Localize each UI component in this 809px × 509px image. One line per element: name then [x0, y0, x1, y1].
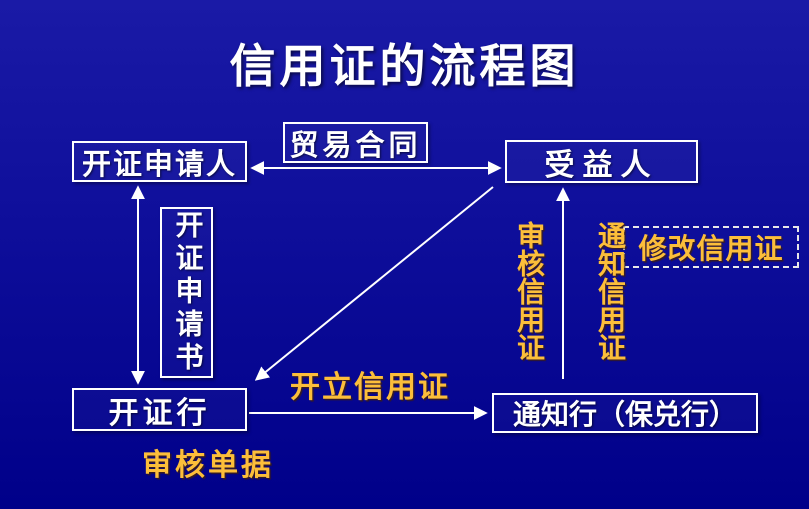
node-application: 开证申请书 — [160, 207, 213, 378]
node-advising-bank-label: 通知行（保兑行） — [512, 400, 737, 431]
node-amend-lc-label: 修改信用证 — [638, 234, 784, 265]
label-advise-lc: 通知信用证 — [594, 221, 625, 361]
node-trade-contract-label: 贸易合同 — [289, 129, 422, 162]
node-issuing-bank-label: 开证行 — [108, 396, 211, 430]
label-issue-lc: 开立信用证 — [290, 371, 450, 404]
node-advising-bank: 通知行（保兑行） — [492, 393, 758, 433]
node-trade-contract: 贸易合同 — [283, 122, 428, 163]
node-applicant-label: 开证申请人 — [81, 148, 237, 181]
edge-beneficiary-to-issuing-arrow — [254, 186, 494, 381]
node-application-label: 开证申请书 — [171, 210, 203, 375]
node-beneficiary-label: 受益人 — [544, 148, 659, 182]
label-examine-lc: 审核信用证 — [513, 221, 544, 361]
node-issuing-bank: 开证行 — [72, 388, 247, 431]
node-amend-lc: 修改信用证 — [623, 226, 799, 268]
node-applicant: 开证申请人 — [72, 141, 247, 182]
page-title: 信用证的流程图 — [229, 41, 580, 92]
label-examine-docs: 审核单据 — [142, 449, 274, 482]
node-beneficiary: 受益人 — [505, 140, 698, 183]
